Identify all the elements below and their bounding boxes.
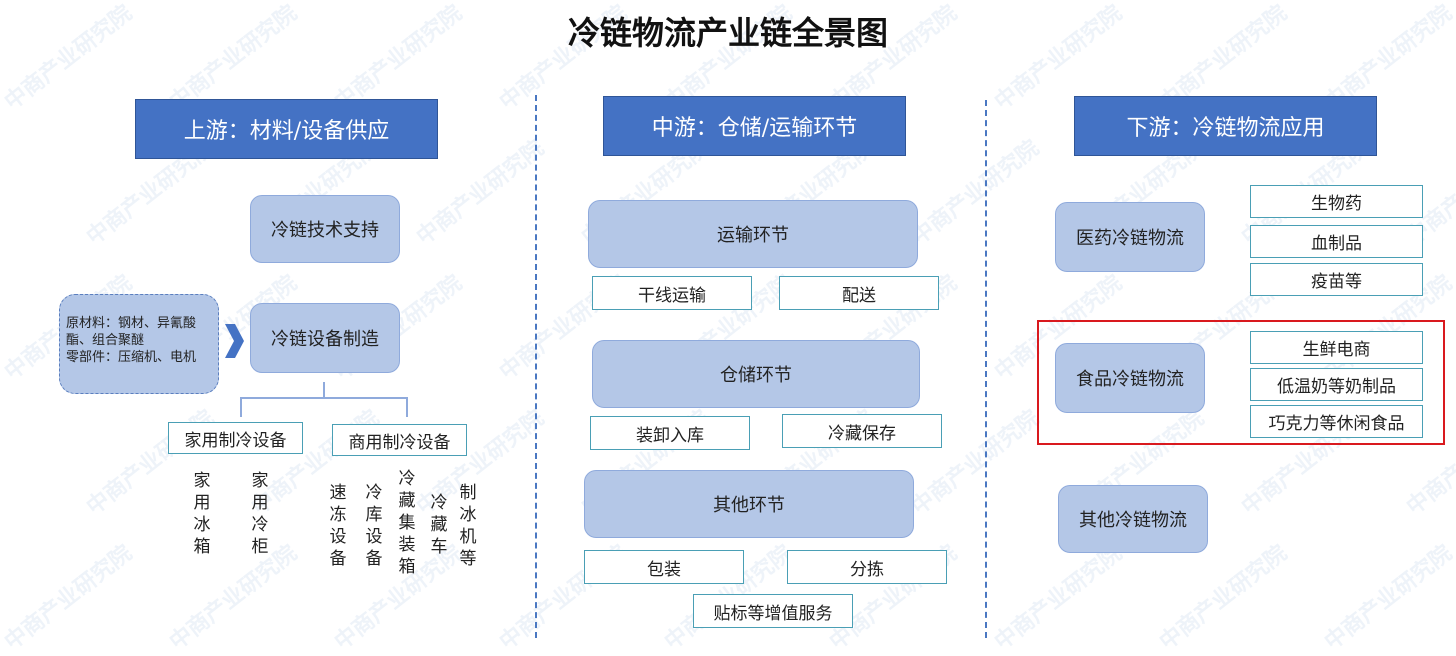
equipment-node: 冷链设备制造	[250, 303, 400, 373]
other-link-node: 其他环节	[584, 470, 914, 538]
transport-node: 运输环节	[588, 200, 918, 268]
chevron-right-icon	[225, 324, 244, 358]
highlight-frame	[1037, 320, 1445, 445]
other-link-item: 分拣	[787, 550, 947, 584]
food-cold-chain-node: 食品冷链物流	[1055, 343, 1205, 413]
downstream-header: 下游：冷链物流应用	[1074, 96, 1377, 156]
commercial-item: 速冻设备	[329, 483, 347, 569]
food-item: 巧克力等休闲食品	[1250, 405, 1423, 438]
storage-item: 装卸入库	[590, 416, 750, 450]
household-equipment-box: 家用制冷设备	[168, 422, 303, 454]
upstream-header: 上游：材料/设备供应	[135, 99, 438, 159]
commercial-item: 制冰机等	[459, 483, 477, 569]
pharma-cold-chain-node: 医药冷链物流	[1055, 202, 1205, 272]
connector	[406, 397, 408, 417]
tech-support-node: 冷链技术支持	[250, 195, 400, 263]
transport-item: 配送	[779, 276, 939, 310]
other-cold-chain-node: 其他冷链物流	[1058, 485, 1208, 553]
connector	[240, 397, 242, 417]
connector	[323, 382, 325, 398]
commercial-item: 冷藏集装箱	[398, 469, 416, 577]
storage-item: 冷藏保存	[782, 414, 942, 448]
storage-node: 仓储环节	[592, 340, 920, 408]
page-title: 冷链物流产业链全景图	[567, 14, 888, 52]
food-item: 低温奶等奶制品	[1250, 368, 1423, 401]
other-link-item: 包装	[584, 550, 744, 584]
watermark-text: 中商产业研究院	[907, 135, 1044, 251]
raw-materials-node: 原材料：钢材、异氰酸 酯、组合聚醚 零部件：压缩机、电机	[59, 294, 219, 394]
commercial-item: 冷库设备	[365, 483, 383, 569]
divider-right	[985, 100, 987, 638]
transport-item: 干线运输	[592, 276, 752, 310]
household-item: 家用冰箱	[193, 471, 211, 557]
value-added-service-box: 贴标等增值服务	[693, 594, 853, 628]
divider-left	[535, 95, 537, 638]
food-item: 生鲜电商	[1250, 331, 1423, 364]
commercial-equipment-box: 商用制冷设备	[332, 424, 467, 456]
connector	[240, 397, 408, 399]
midstream-header: 中游：仓储/运输环节	[603, 96, 906, 156]
pharma-item: 生物药	[1250, 185, 1423, 218]
raw-materials-line-3: 零部件：压缩机、电机	[66, 350, 197, 365]
commercial-item: 冷藏车	[430, 493, 448, 557]
raw-materials-line-2: 酯、组合聚醚	[66, 333, 145, 348]
raw-materials-line-1: 原材料：钢材、异氰酸	[66, 316, 197, 331]
pharma-item: 疫苗等	[1250, 263, 1423, 296]
pharma-item: 血制品	[1250, 225, 1423, 258]
household-item: 家用冷柜	[251, 471, 269, 557]
